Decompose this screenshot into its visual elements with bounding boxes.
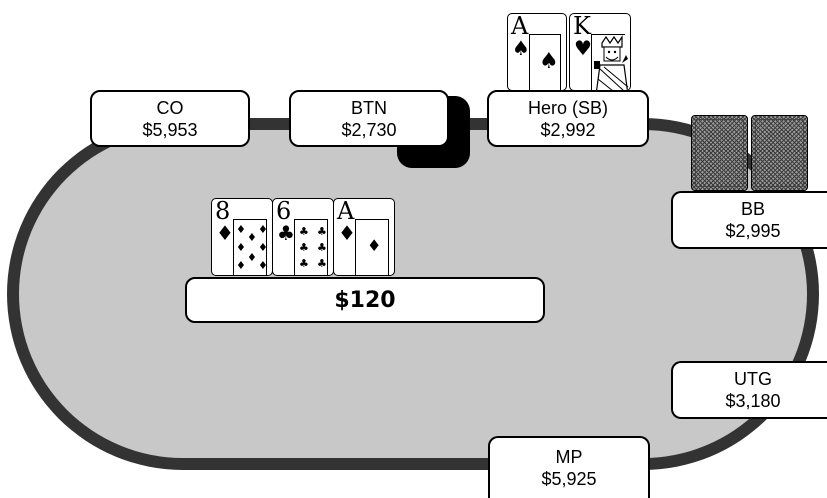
club-icon: ♣ <box>299 242 309 253</box>
card-back-icon <box>751 115 808 191</box>
seat-position-label: UTG <box>673 368 827 390</box>
seat-stack: $2,995 <box>673 220 827 242</box>
pot-amount: $120 <box>334 288 395 313</box>
club-icon: ♣ <box>299 258 309 269</box>
diamond-icon: ♦ <box>338 223 356 243</box>
seat-stack: $5,925 <box>490 468 648 490</box>
seat-stack: $3,180 <box>673 390 827 412</box>
pot-display: $120 <box>185 277 545 323</box>
diamond-icon: ♦ <box>216 223 234 243</box>
king-figure-icon <box>592 35 631 91</box>
board-card-1[interactable]: 8 ♦ ♦ ♦ ♦ ♦ ♦ ♦ ♦ ♦ <box>211 198 273 276</box>
card-face: ♦ ♦ ♦ ♦ ♦ ♦ ♦ ♦ <box>233 219 267 276</box>
card-rank: 6 <box>276 199 291 223</box>
diamond-icon: ♦ <box>247 252 257 263</box>
diamond-icon: ♦ <box>236 242 246 253</box>
seat-mp[interactable]: MP $5,925 <box>488 436 650 498</box>
diamond-icon: ♦ <box>258 242 268 253</box>
spade-icon: ♠ <box>512 38 530 58</box>
card-rank: A <box>511 14 528 38</box>
seat-position-label: MP <box>490 446 648 468</box>
card-rank: K <box>573 14 591 38</box>
board-card-3[interactable]: A ♦ ♦ <box>333 198 395 276</box>
spade-icon: ♠ <box>539 51 559 73</box>
seat-position-label: BB <box>673 198 827 220</box>
diamond-icon: ♦ <box>247 232 257 243</box>
board-card-2[interactable]: 6 ♣ ♣ ♣ ♣ ♣ ♣ ♣ <box>272 198 334 276</box>
seat-bb[interactable]: BB $2,995 <box>671 191 827 249</box>
hero-card-2[interactable]: K ♥ <box>569 13 631 91</box>
diamond-icon: ♦ <box>258 224 268 235</box>
club-icon: ♣ <box>299 226 309 237</box>
king-portrait-icon <box>591 34 625 91</box>
seat-position-label: BTN <box>291 97 447 119</box>
hero-card-1[interactable]: A ♠ ♠ <box>507 13 567 91</box>
card-face: ♣ ♣ ♣ ♣ ♣ ♣ <box>294 219 328 276</box>
card-back-icon <box>691 115 748 191</box>
diamond-icon: ♦ <box>258 260 268 271</box>
seat-utg[interactable]: UTG $3,180 <box>671 361 827 419</box>
diamond-icon: ♦ <box>236 260 246 271</box>
diamond-icon: ♦ <box>236 224 246 235</box>
club-icon: ♣ <box>277 223 295 243</box>
seat-position-label: Hero (SB) <box>489 97 647 119</box>
club-icon: ♣ <box>317 226 327 237</box>
seat-stack: $2,730 <box>291 119 447 141</box>
seat-position-label: CO <box>92 97 248 119</box>
seat-btn[interactable]: BTN $2,730 <box>289 90 449 147</box>
card-face: ♠ <box>529 34 561 91</box>
seat-co[interactable]: CO $5,953 <box>90 90 250 147</box>
seat-hero[interactable]: Hero (SB) $2,992 <box>487 90 649 147</box>
card-face: ♦ <box>355 219 389 276</box>
diamond-icon: ♦ <box>367 238 381 254</box>
club-icon: ♣ <box>317 258 327 269</box>
heart-icon: ♥ <box>574 38 592 58</box>
card-rank: 8 <box>215 199 230 223</box>
card-rank: A <box>337 199 354 223</box>
seat-stack: $5,953 <box>92 119 248 141</box>
club-icon: ♣ <box>317 242 327 253</box>
seat-stack: $2,992 <box>489 119 647 141</box>
